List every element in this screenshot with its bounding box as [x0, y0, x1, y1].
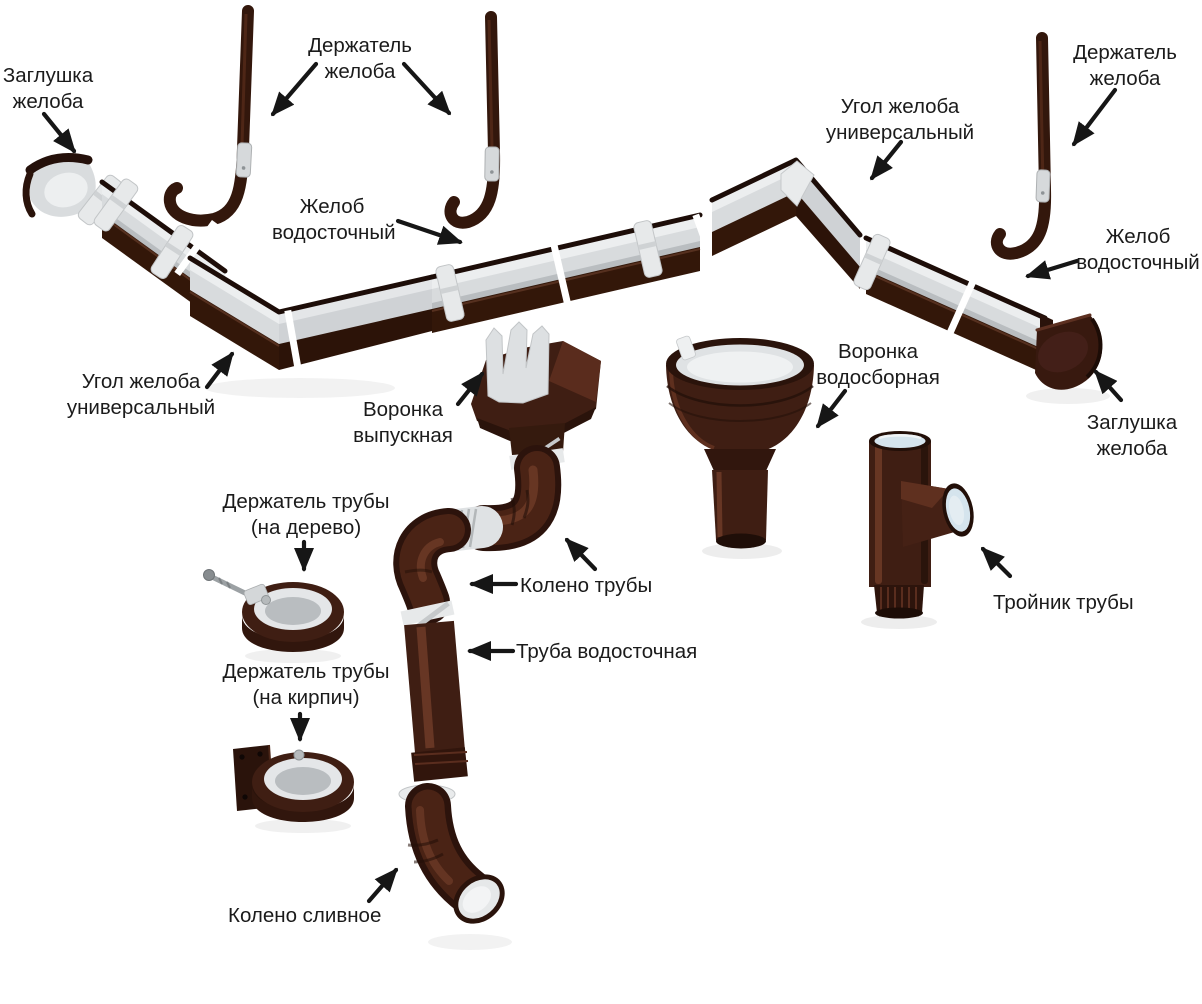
label-derzhatel-zheloba-right: Держатель желоба	[1073, 41, 1177, 90]
gutter-end-cap-right	[1035, 313, 1103, 390]
gutter-run-middle	[429, 212, 720, 333]
label-koleno-truby: Колено трубы	[520, 574, 653, 597]
arrow-zhelob-left	[395, 218, 463, 245]
arrow-koleno-slivnoe	[366, 867, 399, 904]
hook-clip	[1035, 169, 1051, 203]
label-ugol-zheloba-left: Угол желоба универсальный	[66, 370, 216, 419]
gutter-end-cap-left	[22, 153, 123, 226]
label-derzhatel-zheloba-top: Держатель желоба	[308, 34, 412, 83]
collector-funnel	[666, 335, 814, 549]
downpipe	[400, 600, 469, 782]
soft-shadows	[205, 378, 1110, 950]
gutter-run-right	[853, 233, 1053, 374]
pipe-holder-wood	[203, 569, 344, 652]
funnel-fork	[485, 321, 550, 404]
label-derzhatel-truby-kirpich: Держатель трубы (на кирпич)	[222, 660, 390, 709]
gutter-hook-right	[990, 32, 1052, 260]
arrow-ugol-top	[869, 139, 904, 181]
label-koleno-slivnoe: Колено сливное	[228, 904, 382, 927]
label-truba-vodostochnaya: Труба водосточная	[516, 640, 698, 663]
annotation-arrows	[41, 61, 1124, 904]
hook-clip	[484, 146, 500, 182]
label-voronka-vypusknaya: Воронка выпускная	[353, 398, 453, 447]
arrow-voronka-vypusknaya	[455, 371, 485, 407]
hook-clip	[235, 142, 253, 178]
pipe-tee	[869, 431, 974, 619]
label-ugol-zheloba-top: Угол желоба универсальный	[825, 95, 975, 144]
tee-branch-opening	[942, 483, 974, 537]
label-voronka-vodosbornaya: Воронка водосборная	[816, 340, 940, 389]
arrow-derzhatel-right	[1071, 87, 1118, 147]
arrow-ugol-left	[204, 351, 235, 390]
arrow-voronka-vodosbornaya	[815, 388, 848, 429]
label-troynik-truby: Тройник трубы	[993, 591, 1134, 614]
arrow-zaglushka-right	[1093, 369, 1124, 403]
arrow-zaglushka-left	[41, 111, 77, 154]
label-zhelob-vodostochnyy-left: Желоб водосточный	[272, 195, 396, 244]
pipe-holder-brick	[233, 744, 354, 822]
label-zhelob-vodostochnyy-right: Желоб водосточный	[1076, 225, 1200, 274]
gutter-corner-left	[150, 225, 435, 371]
label-zaglushka-zheloba-left: Заглушка желоба	[2, 64, 94, 113]
arrow-koleno-truby-diagonal	[564, 537, 598, 572]
pipe-elbow-lower	[393, 508, 471, 624]
label-zaglushka-zheloba-right: Заглушка желоба	[1086, 411, 1178, 460]
arrow-derzhatel-top-right	[401, 61, 452, 116]
gutter-hook-left	[163, 5, 254, 227]
gutter-hook-center	[444, 11, 501, 229]
gutter-corner-apex	[709, 157, 863, 289]
arrow-derzhatel-top-left	[270, 61, 319, 117]
drain-elbow-opening	[453, 874, 505, 924]
outlet-funnel	[471, 321, 601, 470]
arrow-troynik	[980, 546, 1013, 579]
label-derzhatel-truby-derevo: Держатель трубы (на дерево)	[222, 490, 390, 539]
arrow-zhelob-right	[1025, 258, 1080, 280]
drain-elbow	[398, 783, 505, 924]
